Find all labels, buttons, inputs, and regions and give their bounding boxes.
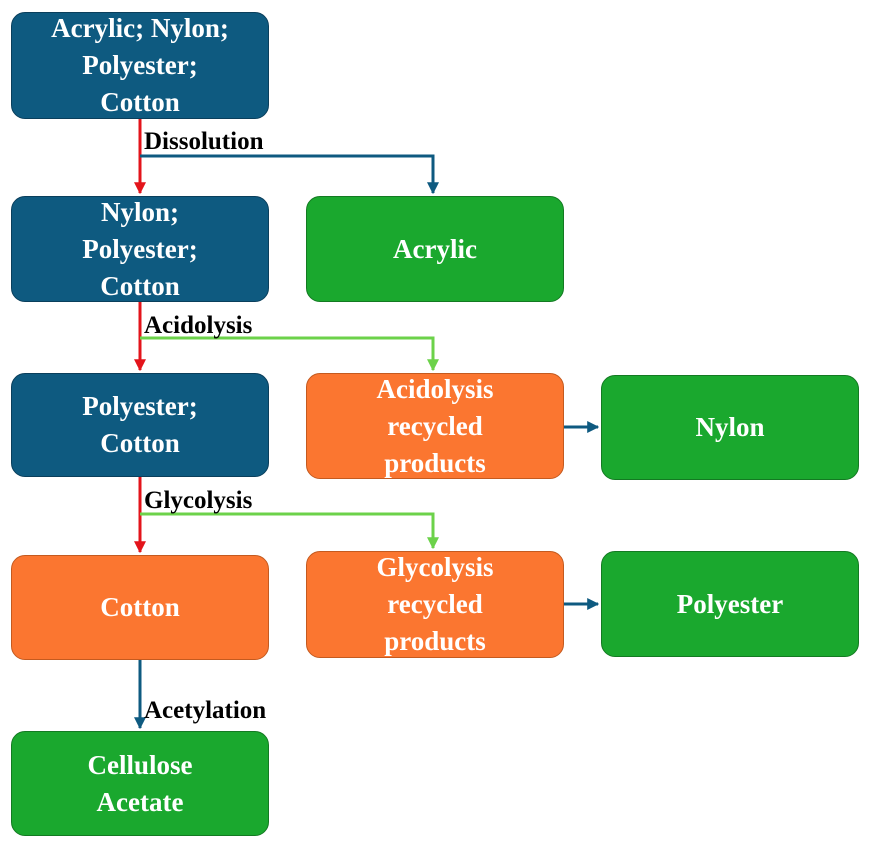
node-nylon: Nylon: [601, 375, 859, 480]
arrow-acidolysis-branch: [140, 336, 439, 372]
label-glycolysis: Glycolysis: [144, 487, 253, 514]
node-cotton: Cotton: [11, 555, 269, 660]
node-polyester: Polyester: [601, 551, 859, 657]
node-mixed-polyester-cotton: Polyester; Cotton: [11, 373, 269, 477]
label-acetylation: Acetylation: [144, 697, 267, 724]
label-dissolution: Dissolution: [144, 128, 264, 155]
node-cellulose-acetate: Cellulose Acetate: [11, 731, 269, 836]
arrow-dissolution-branch: [140, 154, 439, 195]
node-mixed-all: Acrylic; Nylon; Polyester; Cotton: [11, 12, 269, 119]
label-acidolysis: Acidolysis: [144, 312, 253, 339]
node-mixed-nylon-polyester-cotton: Nylon; Polyester; Cotton: [11, 196, 269, 302]
arrow-glycolysis-branch: [140, 512, 439, 550]
node-acidolysis-products: Acidolysis recycled products: [306, 373, 564, 479]
node-glycolysis-products: Glycolysis recycled products: [306, 551, 564, 658]
node-acrylic: Acrylic: [306, 196, 564, 302]
